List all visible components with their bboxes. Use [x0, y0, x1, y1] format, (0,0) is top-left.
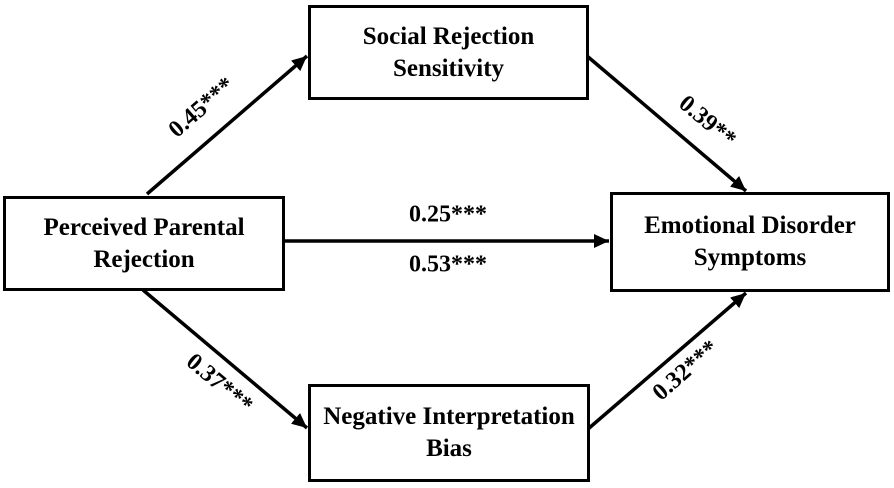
node-label-line: Symptoms [693, 244, 807, 271]
node-label-line: Sensitivity [392, 54, 505, 82]
node-label-line: Rejection [93, 245, 195, 273]
node-emotional-disorder-symptoms: Emotional Disorder Symptoms [610, 192, 890, 292]
arrow-top-mediator-to-outcome [585, 54, 748, 193]
node-negative-interpretation-bias: Negative Interpretation Bias [308, 384, 590, 482]
node-label-line: Perceived Parental [43, 213, 245, 241]
node-label-line: Emotional Disorder [644, 212, 856, 239]
coefficient-direct-path-lower: 0.53*** [409, 251, 487, 278]
node-label-line: Social Rejection [362, 22, 535, 50]
node-social-rejection-sensitivity: Social Rejection Sensitivity [308, 5, 589, 100]
node-label-line: Negative Interpretation [323, 403, 575, 430]
coefficient-direct-path-upper: 0.25*** [409, 201, 487, 228]
arrow-predictor-to-bottom-mediator [141, 288, 309, 430]
arrow-bottom-mediator-to-outcome [586, 291, 748, 431]
node-perceived-parental-rejection: Perceived Parental Rejection [3, 196, 285, 291]
arrow-predictor-to-top-mediator [145, 54, 309, 196]
node-label-line: Bias [426, 435, 472, 462]
